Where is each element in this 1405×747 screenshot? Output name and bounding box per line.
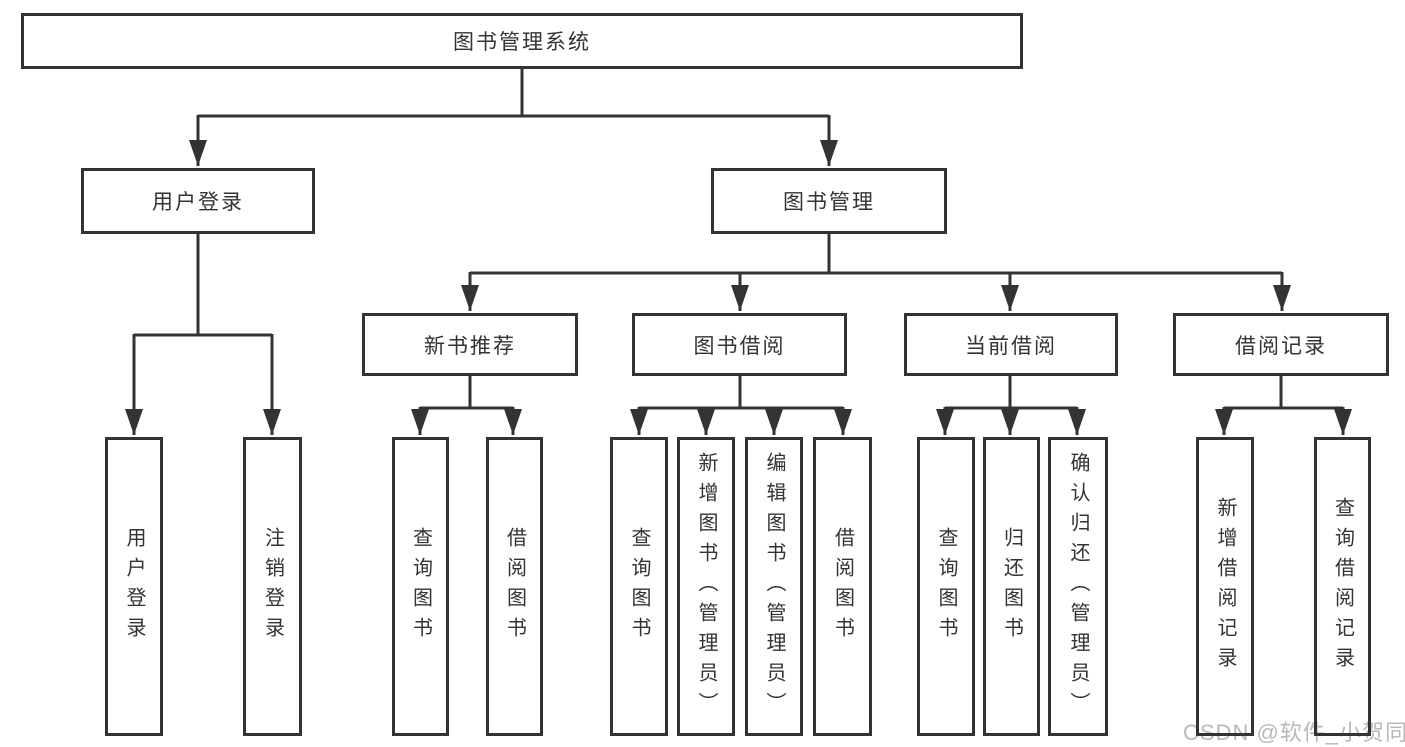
leaf-return-book-label: 归还图书	[1000, 526, 1023, 647]
csdn-watermark: CSDN @软件_小贺同学	[1183, 720, 1405, 745]
node-new-book-recommend-label: 新书推荐	[424, 334, 516, 358]
node-current-borrow: 当前借阅	[904, 313, 1118, 376]
leaf-query-books-2: 查询图书	[610, 437, 668, 736]
leaf-logout-label: 注销登录	[261, 526, 284, 647]
leaf-add-borrow-record-label: 新增借阅记录	[1214, 496, 1236, 677]
leaf-confirm-return-admin-label: 确认归还（管理员）	[1067, 451, 1089, 722]
node-root-system: 图书管理系统	[21, 13, 1023, 69]
node-book-management-branch: 图书管理	[711, 168, 947, 234]
leaf-return-book: 归还图书	[983, 437, 1040, 736]
leaf-confirm-return-admin: 确认归还（管理员）	[1048, 437, 1108, 736]
leaf-query-books-1-label: 查询图书	[409, 526, 432, 647]
leaf-borrow-books-1-label: 借阅图书	[503, 526, 526, 647]
node-borrow-record: 借阅记录	[1173, 313, 1389, 376]
leaf-query-books-2-label: 查询图书	[628, 526, 650, 647]
leaf-query-books-1: 查询图书	[392, 437, 449, 736]
node-new-book-recommend: 新书推荐	[362, 313, 578, 376]
node-current-borrow-label: 当前借阅	[965, 334, 1057, 358]
leaf-edit-book-admin: 编辑图书（管理员）	[745, 437, 803, 736]
leaf-edit-book-admin-label: 编辑图书（管理员）	[763, 451, 785, 722]
leaf-borrow-books-2: 借阅图书	[813, 437, 872, 736]
leaf-user-login-label: 用户登录	[123, 526, 145, 647]
node-user-login-branch: 用户登录	[81, 168, 315, 234]
leaf-query-borrow-record: 查询借阅记录	[1314, 437, 1371, 736]
leaf-query-books-3-label: 查询图书	[935, 526, 957, 647]
node-root-label: 图书管理系统	[453, 31, 591, 54]
leaf-add-book-admin-label: 新增图书（管理员）	[695, 451, 717, 722]
node-book-borrow: 图书借阅	[632, 313, 847, 376]
node-book-management-label: 图书管理	[783, 191, 875, 214]
leaf-query-borrow-record-label: 查询借阅记录	[1331, 496, 1354, 677]
leaf-add-book-admin: 新增图书（管理员）	[677, 437, 735, 736]
leaf-user-login: 用户登录	[105, 437, 163, 736]
leaf-borrow-books-1: 借阅图书	[486, 437, 543, 736]
leaf-add-borrow-record: 新增借阅记录	[1196, 437, 1254, 736]
leaf-borrow-books-2-label: 借阅图书	[831, 526, 854, 647]
leaf-query-books-3: 查询图书	[917, 437, 975, 736]
leaf-logout: 注销登录	[243, 437, 302, 736]
node-book-borrow-label: 图书借阅	[693, 334, 786, 358]
node-borrow-record-label: 借阅记录	[1235, 334, 1327, 358]
node-user-login-label: 用户登录	[152, 191, 244, 214]
